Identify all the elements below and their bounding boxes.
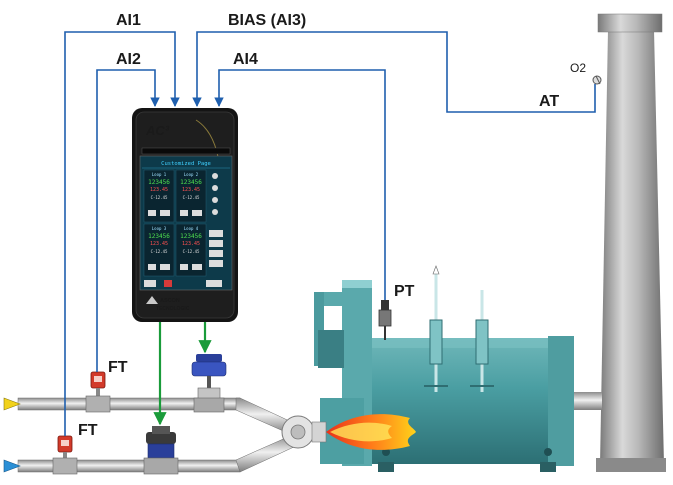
ai1-line <box>64 31 180 436</box>
pressure-transmitter-icon <box>378 300 392 340</box>
loop-pv: 123456 <box>148 233 170 240</box>
label-o2: O2 <box>570 61 586 75</box>
loop-pv: 123456 <box>180 233 202 240</box>
burner-blower-icon <box>281 415 327 449</box>
logo-line1: ASCON <box>160 298 180 304</box>
ac3-controller: AC³ Customized Page Loop 1 123456 123.45… <box>132 108 238 322</box>
fuel-inlet-arrow-icon <box>3 459 21 473</box>
controller-brand: AC³ <box>145 123 170 138</box>
label-ai1: AI1 <box>116 12 141 29</box>
label-ft-bottom: FT <box>78 422 98 439</box>
loop-panel-3: Loop 3 123456 123.45 C-12.45 <box>143 223 175 277</box>
label-bias: BIAS (AI3) <box>228 12 306 29</box>
loop-out: C-12.45 <box>151 249 168 254</box>
burner-flame-icon <box>326 414 416 450</box>
loop-panel-1: Loop 1 123456 123.45 C-12.45 <box>143 169 175 223</box>
fuel-control-valve-icon <box>143 426 179 475</box>
loop-sv: 123.45 <box>150 187 168 193</box>
loop-label: Loop 2 <box>184 172 199 177</box>
bias-line <box>192 31 596 113</box>
label-pt: PT <box>394 283 415 300</box>
ai2-line <box>96 69 160 372</box>
signal-lines <box>64 31 596 436</box>
loop-panel-2: Loop 2 123456 123.45 C-12.45 <box>175 169 207 223</box>
boiler-probe-right <box>470 290 494 392</box>
label-ai2: AI2 <box>116 51 141 68</box>
output-lines <box>153 318 212 426</box>
ascon-logo: ASCON TECNOLOGIC <box>146 296 190 312</box>
label-ai4: AI4 <box>233 51 258 68</box>
flow-transmitter-bottom-icon <box>52 435 78 475</box>
boiler-probe-left <box>424 265 448 392</box>
screen-bottom-bar <box>144 280 222 287</box>
label-at: AT <box>539 93 559 110</box>
loop-out: C-12.45 <box>183 249 200 254</box>
loop-label: Loop 1 <box>152 172 167 177</box>
loop-panel-4: Loop 4 123456 123.45 C-12.45 <box>175 223 207 277</box>
loop-sv: 123.45 <box>182 241 200 247</box>
loop-label: Loop 3 <box>152 226 167 231</box>
flow-transmitter-top-icon <box>85 371 111 413</box>
screen-side-buttons <box>209 173 223 267</box>
loop-pv: 123456 <box>148 179 170 186</box>
loop-out: C-12.45 <box>151 195 168 200</box>
screen-page-title: Customized Page <box>161 161 211 167</box>
air-control-valve-icon <box>191 354 227 413</box>
air-inlet-arrow-icon <box>3 397 21 411</box>
loop-label: Loop 4 <box>184 226 199 231</box>
loop-sv: 123.45 <box>182 187 200 193</box>
loop-out: C-12.45 <box>183 195 200 200</box>
label-ft-top: FT <box>108 359 128 376</box>
loop-pv: 123456 <box>180 179 202 186</box>
chimney <box>592 13 666 472</box>
loop-sv: 123.45 <box>150 241 168 247</box>
o2-sensor-icon <box>592 75 602 85</box>
logo-line2: TECNOLOGIC <box>156 306 190 312</box>
ai4-line <box>214 69 386 300</box>
